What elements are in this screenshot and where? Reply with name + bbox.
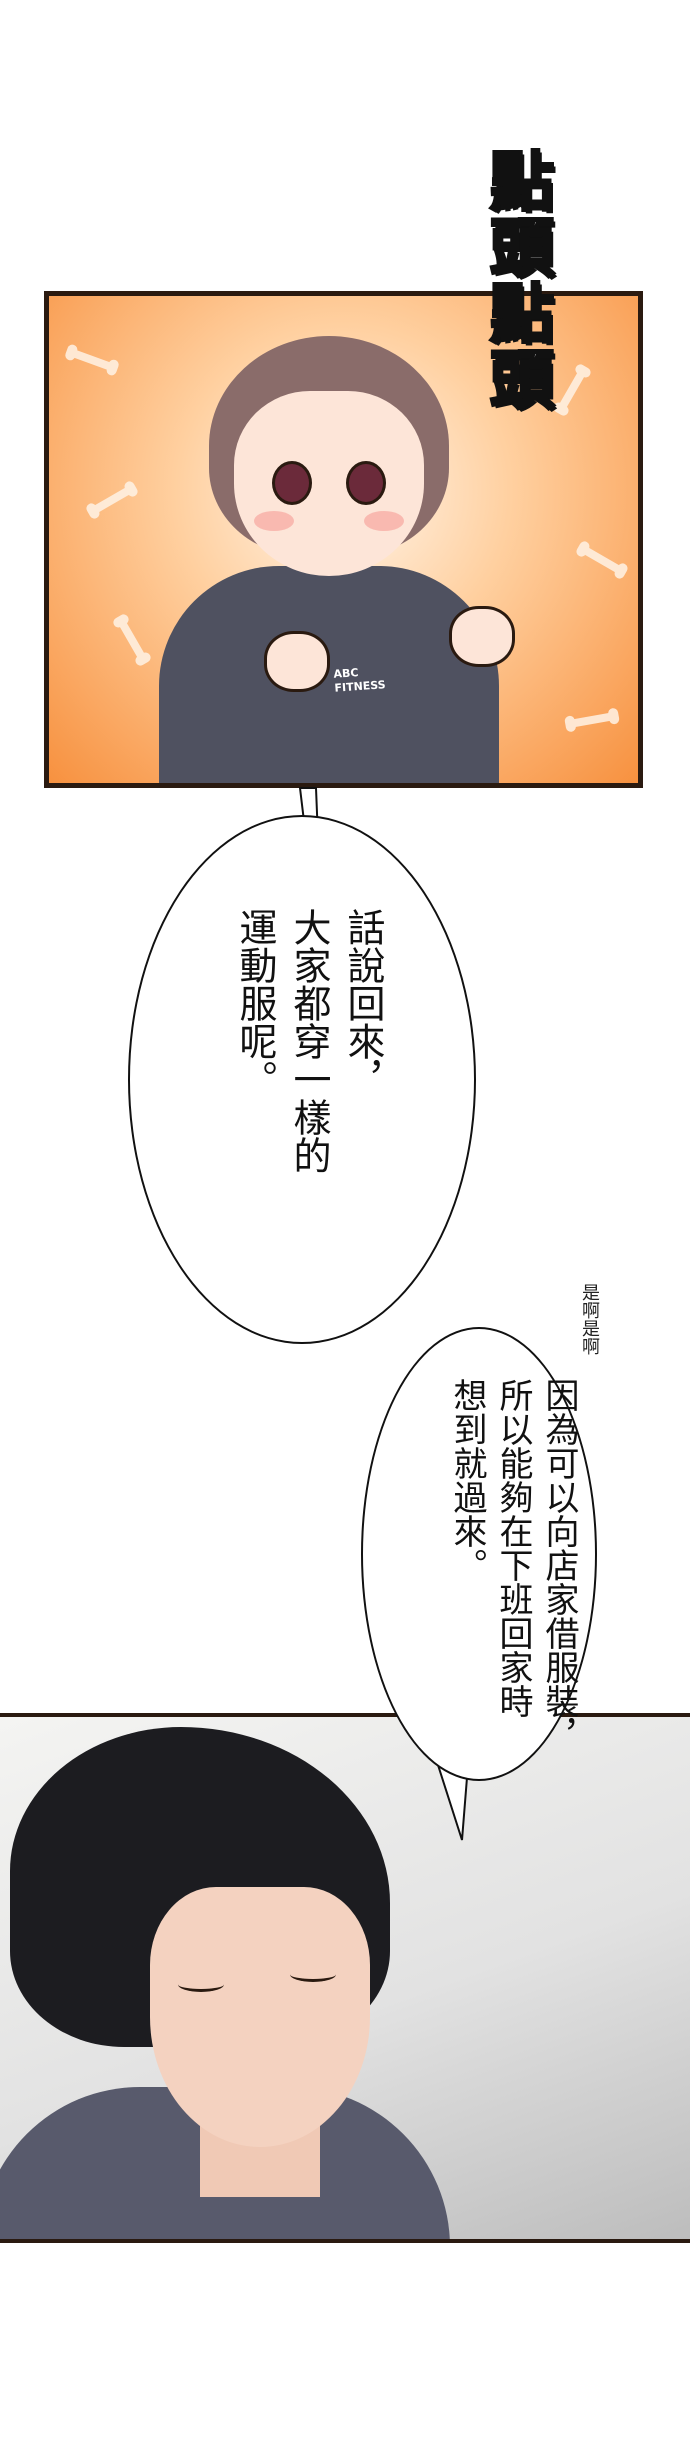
bubble1-line: 話說回來， bbox=[341, 908, 385, 1098]
logo-line-2: FITNESS bbox=[334, 678, 387, 695]
bubble2-text: 因為可以向店家借服裝， 所以能夠在下班回家時 想到就過來。 bbox=[444, 1378, 582, 1758]
cheek-left bbox=[254, 511, 294, 531]
bone-decoration bbox=[568, 712, 616, 728]
bone-decoration bbox=[69, 348, 115, 372]
bubble1-line: 運動服呢。 bbox=[233, 908, 277, 1098]
bubble2-tail bbox=[428, 1740, 472, 1841]
bubble1-text: 話說回來， 大家都穿一樣的 運動服呢。 bbox=[228, 908, 390, 1328]
side-murmur-text: 是啊是啊 bbox=[579, 1283, 600, 1355]
eye-closed-right bbox=[290, 1967, 336, 1982]
eye-closed-left bbox=[178, 1977, 224, 1992]
bubble1-line: 大家都穿一樣的 bbox=[287, 908, 331, 1174]
fist-left bbox=[264, 631, 330, 692]
bubble2-line: 因為可以向店家借服裝， bbox=[539, 1378, 579, 1752]
sound-effect-text: 點頭點頭 bbox=[478, 147, 555, 414]
fist-right bbox=[449, 606, 515, 667]
man-face bbox=[150, 1887, 370, 2147]
cheek-right bbox=[364, 511, 404, 531]
eye-right bbox=[346, 461, 386, 505]
bubble2-line: 所以能夠在下班回家時 bbox=[493, 1378, 533, 1718]
bone-decoration bbox=[580, 545, 624, 575]
eye-left bbox=[272, 461, 312, 505]
girl-face bbox=[234, 391, 424, 576]
bone-decoration bbox=[557, 368, 587, 412]
panel-man-smiling bbox=[0, 1713, 690, 2243]
speech-bubble-1 bbox=[128, 815, 476, 1344]
speech-bubble-2 bbox=[361, 1327, 597, 1781]
bone-decoration bbox=[117, 618, 147, 662]
bone-decoration bbox=[90, 485, 134, 515]
bubble2-line: 想到就過來。 bbox=[447, 1378, 487, 1582]
